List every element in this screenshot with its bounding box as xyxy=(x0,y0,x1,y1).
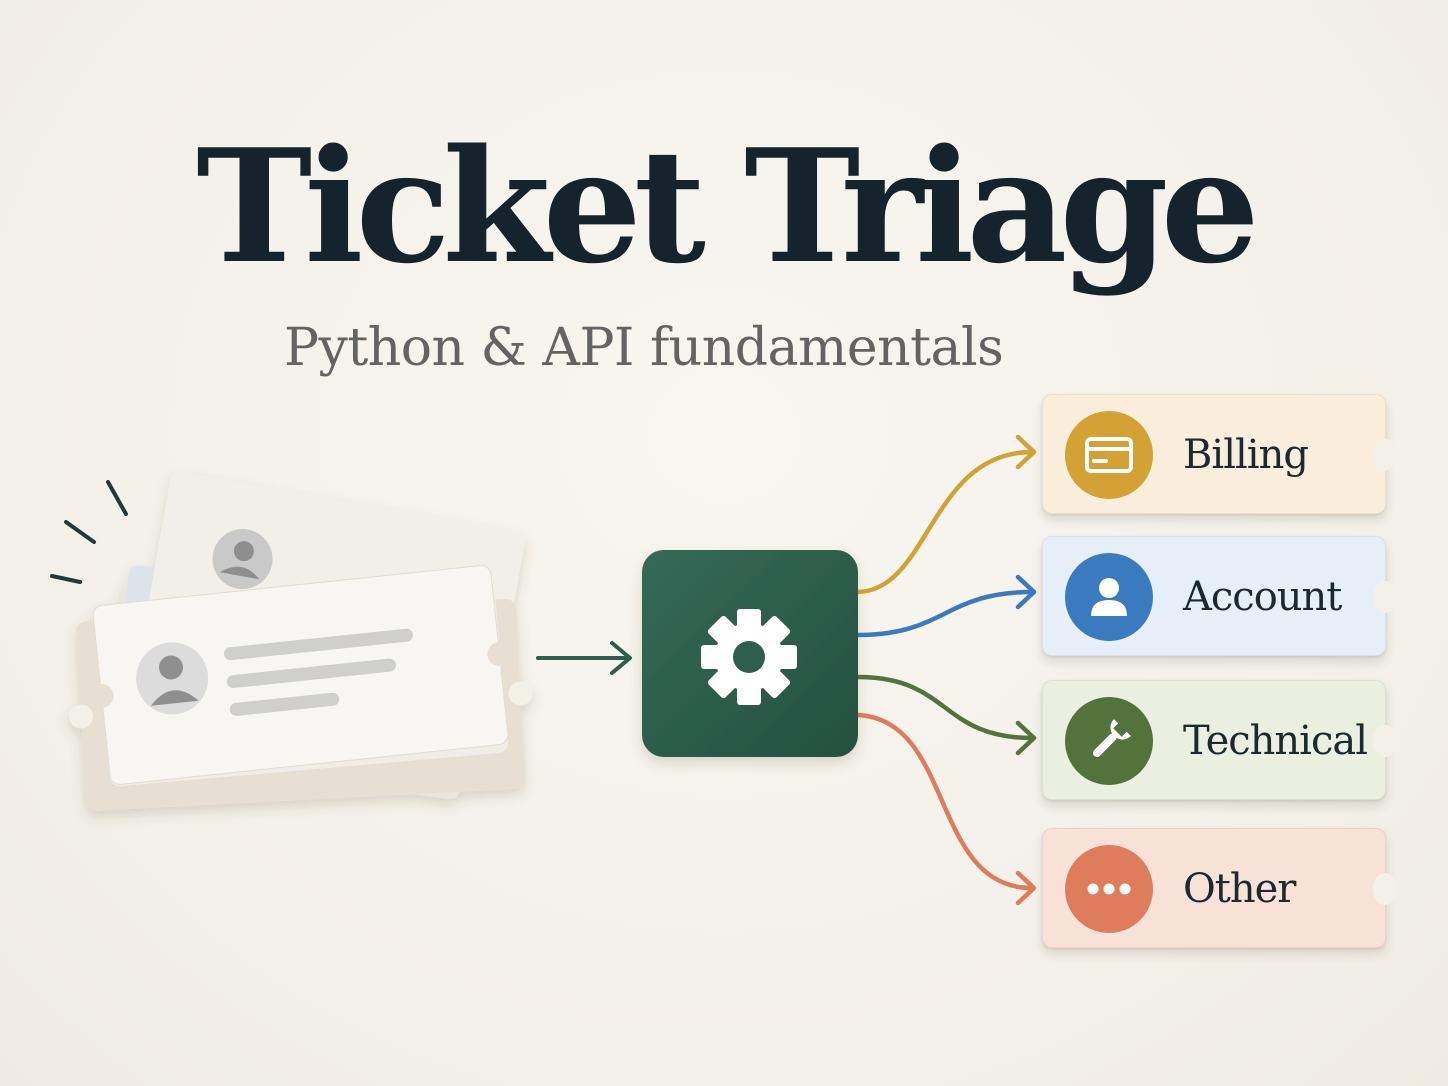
other-arrowhead-icon xyxy=(1015,870,1037,906)
text-line-placeholder xyxy=(229,692,340,716)
text-line-placeholder xyxy=(223,628,413,661)
category-label-other: Other xyxy=(1183,866,1296,912)
technical-icon-circle xyxy=(1065,697,1153,785)
account-branch-arrow xyxy=(855,589,1035,638)
technical-branch-arrow xyxy=(855,674,1035,741)
gear-icon xyxy=(701,609,797,705)
category-label-billing: Billing xyxy=(1183,432,1309,478)
category-account: Account xyxy=(1042,536,1397,656)
billing-icon-circle xyxy=(1065,411,1153,499)
billing-branch-arrow xyxy=(855,449,1035,595)
account-arrowhead-icon xyxy=(1015,574,1037,610)
other-icon-circle xyxy=(1065,845,1153,933)
attention-marks-icon xyxy=(50,480,128,584)
user-icon xyxy=(1091,578,1127,616)
diagram-title: Ticket Triage xyxy=(196,115,1260,298)
diagram-subtitle: Python & API fundamentals xyxy=(284,318,1004,378)
account-icon-circle xyxy=(1065,553,1153,641)
credit-card-icon xyxy=(1085,437,1133,473)
category-other: Other xyxy=(1042,828,1397,948)
billing-arrowhead-icon xyxy=(1015,434,1037,470)
wrench-icon xyxy=(1092,719,1131,758)
category-label-account: Account xyxy=(1183,574,1342,620)
other-branch-arrow xyxy=(855,712,1035,891)
technical-arrowhead-icon xyxy=(1015,720,1037,756)
ticket-stack xyxy=(69,471,533,811)
category-billing: Billing xyxy=(1042,394,1397,514)
input-arrow-icon xyxy=(536,641,632,675)
category-label-technical: Technical xyxy=(1183,718,1368,764)
text-line-placeholder xyxy=(226,658,396,689)
category-technical: Technical xyxy=(1042,680,1397,800)
ellipsis-icon xyxy=(1087,883,1131,895)
